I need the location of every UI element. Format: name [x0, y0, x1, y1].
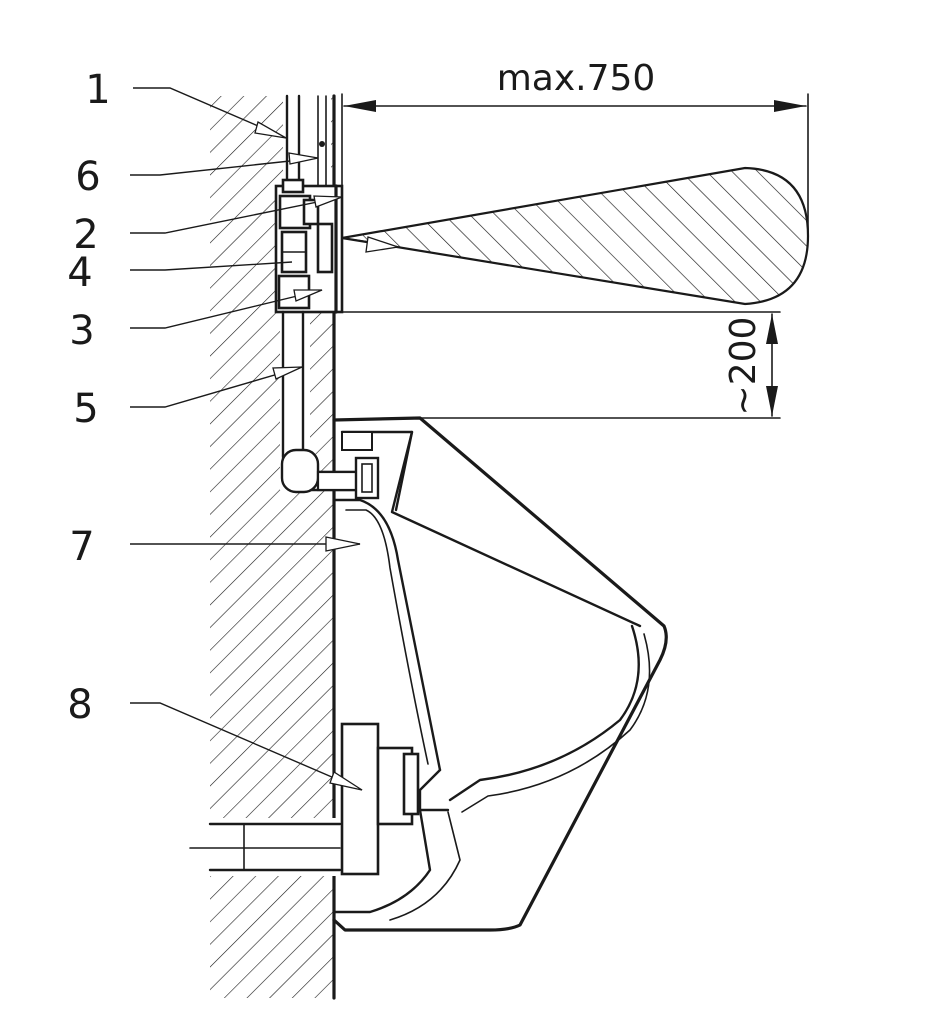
dimension-range: max.750 — [341, 58, 809, 237]
urinal-bowl — [332, 416, 668, 932]
leader-2 — [130, 196, 343, 234]
callout-5: 5 — [73, 386, 98, 432]
callouts: 1 6 2 4 3 5 7 8 — [67, 67, 399, 791]
leader-3 — [130, 289, 323, 329]
callout-1: 1 — [85, 67, 110, 113]
drain-chase — [208, 818, 338, 876]
callout-7: 7 — [69, 524, 94, 570]
sensor-window — [316, 222, 334, 274]
leader-8 — [130, 702, 363, 791]
leader-5 — [130, 366, 303, 408]
dimension-height: ~200 — [341, 311, 781, 419]
urinal-outer-shell — [332, 416, 668, 932]
callout-8: 8 — [67, 682, 92, 728]
bowl-inner-curve — [448, 624, 640, 802]
callout-4: 4 — [67, 250, 92, 296]
leader-6 — [130, 157, 319, 176]
supply-lines — [285, 94, 327, 188]
flush-pipe — [280, 310, 380, 500]
detection-cone — [341, 166, 810, 306]
range-dimension-label: max.750 — [497, 58, 656, 99]
leader-4 — [130, 261, 293, 271]
drain-flange — [340, 722, 380, 876]
callout-2: 2 — [73, 212, 98, 258]
drain-outlet — [189, 722, 420, 876]
leader-1 — [133, 87, 287, 139]
callout-6: 6 — [75, 154, 100, 200]
height-dimension-label: ~200 — [723, 317, 764, 416]
detection-zone — [341, 166, 810, 306]
sensor-valve-unit — [274, 178, 344, 314]
callout-3: 3 — [69, 308, 94, 354]
